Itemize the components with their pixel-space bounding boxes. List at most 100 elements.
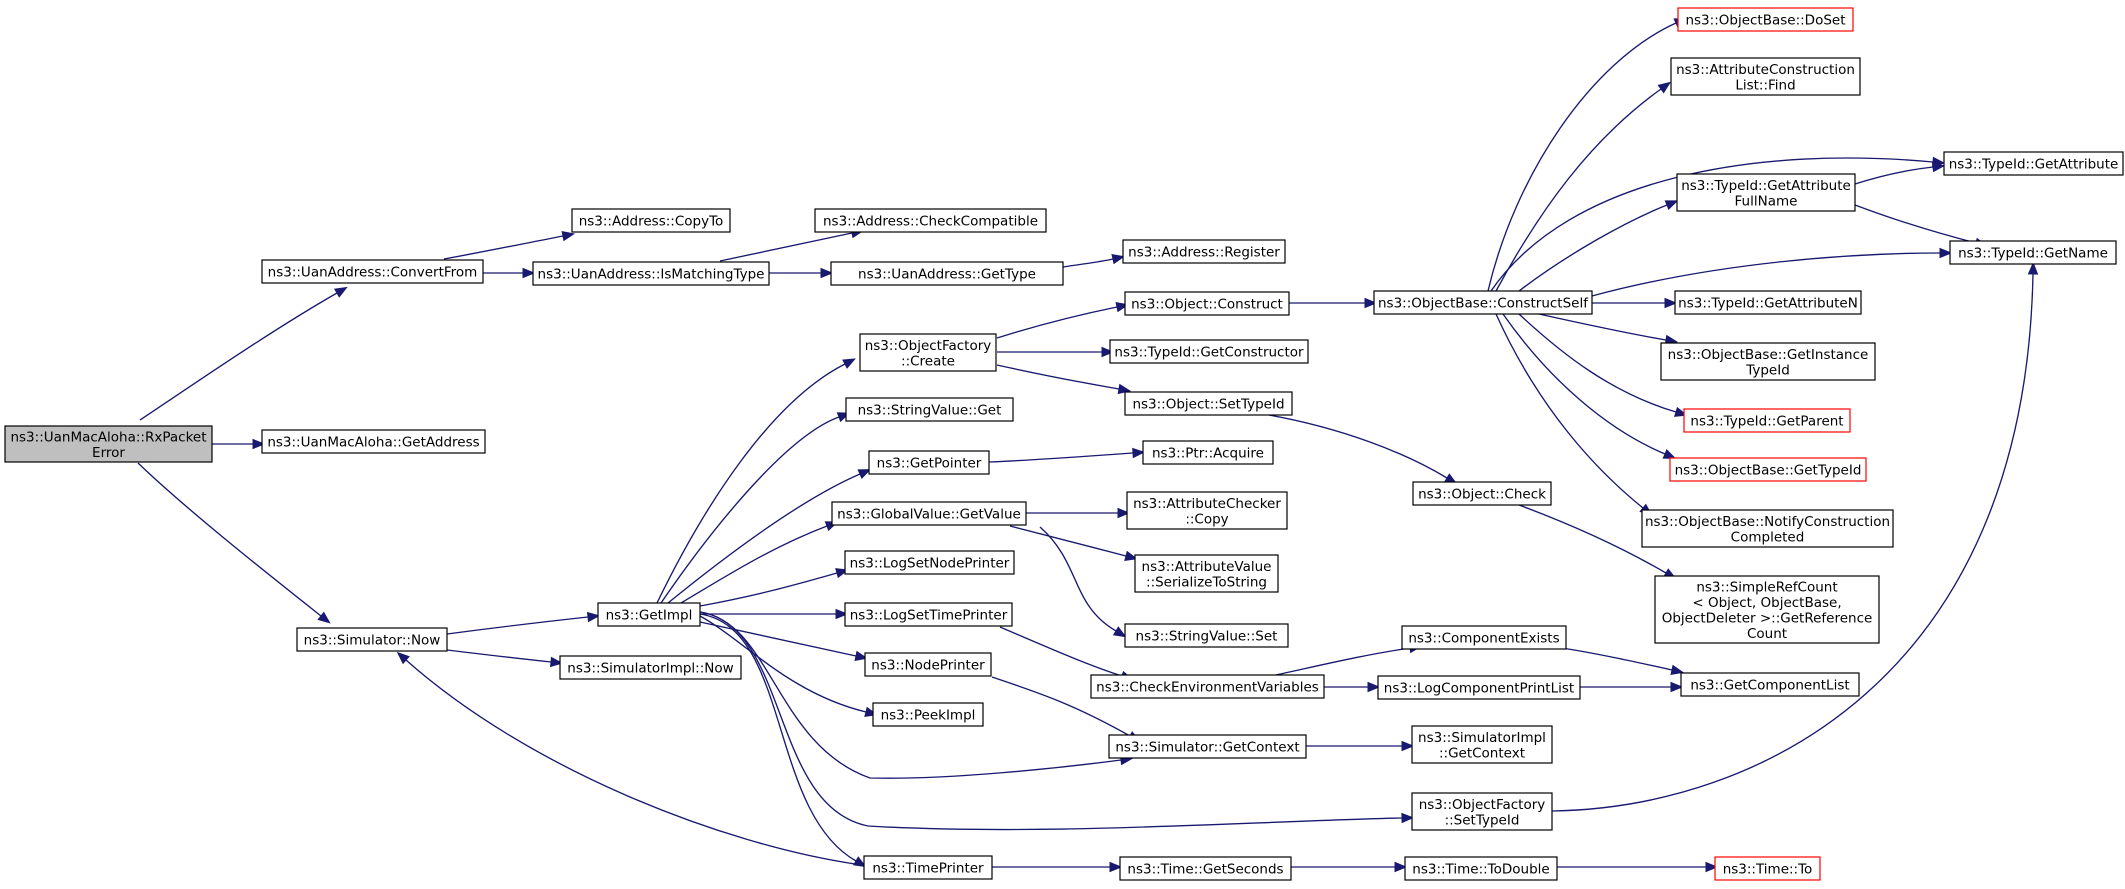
node-getimpl[interactable]: ns3::GetImpl [597,602,701,627]
edge-uangettype-to-addrregister-arrowhead [1111,253,1126,265]
node-simplerefcount[interactable]: ns3::SimpleRefCount< Object, ObjectBase,… [1654,575,1880,644]
node-logsetnodeprinter-box [844,550,1015,575]
node-uangettype[interactable]: ns3::UanAddress::GetType [830,261,1064,286]
edge-getimpl-to-ofsettypeid-arrowhead [1401,812,1415,824]
edge-gvgetvalue-to-avserialize-line [1009,525,1127,557]
node-compexists[interactable]: ns3::ComponentExists [1401,625,1567,650]
node-svset-box [1124,623,1289,648]
edge-simgetcontext-to-simimplgetcontext [1306,740,1415,752]
node-getattrfullname-box [1676,173,1856,212]
node-getinstancetypeid-label-1: TypeId [1745,362,1790,378]
edge-timeprinter-to-simnow-line [405,659,856,865]
node-logsettimeprinter-label-0: ns3::LogSetTimePrinter [850,608,1008,624]
edge-getimpl-to-ofcreate [656,358,856,604]
node-acfind-label-0: ns3::AttributeConstruction [1676,62,1855,78]
edge-timetodouble-to-timeto-arrowhead [1705,861,1719,873]
node-ismatchingtype[interactable]: ns3::UanAddress::IsMatchingType [532,261,770,286]
node-convertfrom[interactable]: ns3::UanAddress::ConvertFrom [261,259,484,284]
node-timeprinter[interactable]: ns3::TimePrinter [863,855,993,880]
node-peekimpl[interactable]: ns3::PeekImpl [872,702,984,727]
edge-constructself-to-getattrfullname-line [1518,204,1668,292]
node-timegetseconds[interactable]: ns3::Time::GetSeconds [1119,856,1292,881]
node-obgettypeid-box [1669,457,1867,482]
node-getimpl-box [597,602,701,627]
node-ofcreate-label-0: ns3::ObjectFactory [865,338,992,354]
node-ptracquire-box [1142,440,1274,465]
node-stringvalueget[interactable]: ns3::StringValue::Get [845,397,1014,422]
node-objconstruct[interactable]: ns3::Object::Construct [1124,291,1290,316]
node-doset[interactable]: ns3::ObjectBase::DoSet [1677,7,1854,32]
node-getconstructor[interactable]: ns3::TypeId::GetConstructor [1109,339,1309,364]
node-objcheck-label-0: ns3::Object::Check [1418,487,1546,503]
node-getattribute[interactable]: ns3::TypeId::GetAttribute [1943,151,2124,176]
node-obgettypeid[interactable]: ns3::ObjectBase::GetTypeId [1669,457,1867,482]
node-ofsettypeid[interactable]: ns3::ObjectFactory::SetTypeId [1411,792,1553,831]
node-doset-box [1677,7,1854,32]
edge-simnow-to-getimpl [446,611,601,635]
node-notifyconstruction[interactable]: ns3::ObjectBase::NotifyConstructionCompl… [1641,509,1894,548]
node-gvgetvalue[interactable]: ns3::GlobalValue::GetValue [831,501,1027,526]
edge-ofcreate-to-objsettypeid-arrowhead [1117,383,1132,395]
node-getattribute-box [1943,151,2124,176]
edge-checkenv-to-compexists-line [1275,647,1411,676]
node-checkenv-box [1090,674,1325,699]
edge-objsettypeid-to-objcheck-line [1268,414,1448,479]
node-getpointer-label-0: ns3::GetPointer [877,456,982,472]
edge-getimpl-to-ofcreate-line [656,363,846,604]
node-checkenv[interactable]: ns3::CheckEnvironmentVariables [1090,674,1325,699]
edge-constructself-to-obgettypeid-line [1502,313,1666,455]
node-getaddress[interactable]: ns3::UanMacAloha::GetAddress [261,429,486,454]
node-objconstruct-label-0: ns3::Object::Construct [1131,297,1283,313]
edge-simnow-to-simimplnow [446,649,564,668]
node-copyto-box [571,208,731,233]
edge-gvgetvalue-to-avserialize-arrowhead [1124,550,1138,561]
edge-objcheck-to-simplerefcount-line [1518,504,1667,574]
node-addrregister-box [1122,239,1286,264]
node-ofcreate[interactable]: ns3::ObjectFactory::Create [859,333,997,372]
node-getparent[interactable]: ns3::TypeId::GetParent [1683,408,1851,433]
node-simnow[interactable]: ns3::Simulator::Now [296,627,448,652]
node-addrregister[interactable]: ns3::Address::Register [1122,239,1286,264]
node-simgetcontext[interactable]: ns3::Simulator::GetContext [1108,734,1307,759]
node-gvgetvalue-box [831,501,1027,526]
node-objcheck[interactable]: ns3::Object::Check [1412,481,1552,506]
edge-convertfrom-to-ismatchingtype-arrowhead [522,267,536,279]
node-timeto[interactable]: ns3::Time::To [1714,856,1821,881]
node-logsettimeprinter[interactable]: ns3::LogSetTimePrinter [844,602,1013,627]
node-timeto-label-0: ns3::Time::To [1723,862,1813,878]
edge-rxpacketerror-to-simnow [137,462,331,624]
edge-constructself-to-notifyconstruction-line [1495,313,1644,509]
node-ptracquire[interactable]: ns3::Ptr::Acquire [1142,440,1274,465]
node-simimplgetcontext-label-1: ::GetContext [1439,745,1525,761]
node-timetodouble[interactable]: ns3::Time::ToDouble [1404,856,1558,881]
edge-rxpacketerror-to-simnow-line [137,462,322,617]
node-copyto[interactable]: ns3::Address::CopyTo [571,208,731,233]
node-notifyconstruction-box [1641,509,1894,548]
node-getattribute-label-0: ns3::TypeId::GetAttribute [1949,157,2119,173]
node-logcompprintlist[interactable]: ns3::LogComponentPrintList [1377,675,1581,700]
node-simimplnow[interactable]: ns3::SimulatorImpl::Now [559,655,742,680]
node-logsetnodeprinter[interactable]: ns3::LogSetNodePrinter [844,550,1015,575]
node-getattrn[interactable]: ns3::TypeId::GetAttributeN [1674,290,1862,315]
node-svset[interactable]: ns3::StringValue::Set [1124,623,1289,648]
node-objsettypeid[interactable]: ns3::Object::SetTypeId [1124,391,1293,416]
node-constructself[interactable]: ns3::ObjectBase::ConstructSelf [1373,290,1593,315]
node-avserialize[interactable]: ns3::AttributeValue::SerializeToString [1134,554,1279,593]
node-timetodouble-box [1404,856,1558,881]
edge-getimpl-to-getpointer-arrowhead [857,469,872,480]
node-getpointer[interactable]: ns3::GetPointer [868,450,990,475]
node-getname[interactable]: ns3::TypeId::GetName [1949,240,2117,265]
node-acfind-box [1670,57,1861,96]
node-getcomponentlist[interactable]: ns3::GetComponentList [1680,672,1860,697]
node-nodeprinter[interactable]: ns3::NodePrinter [864,652,992,677]
node-simimplgetcontext-box [1411,725,1553,764]
edge-logcompprintlist-to-getcomponentlist [1580,681,1684,693]
edge-getimpl-to-logsetnodeprinter [699,568,849,607]
node-simimplgetcontext[interactable]: ns3::SimulatorImpl::GetContext [1411,725,1553,764]
node-checkcompatible[interactable]: ns3::Address::CheckCompatible [814,208,1047,233]
node-acccopy[interactable]: ns3::AttributeChecker::Copy [1126,491,1288,530]
